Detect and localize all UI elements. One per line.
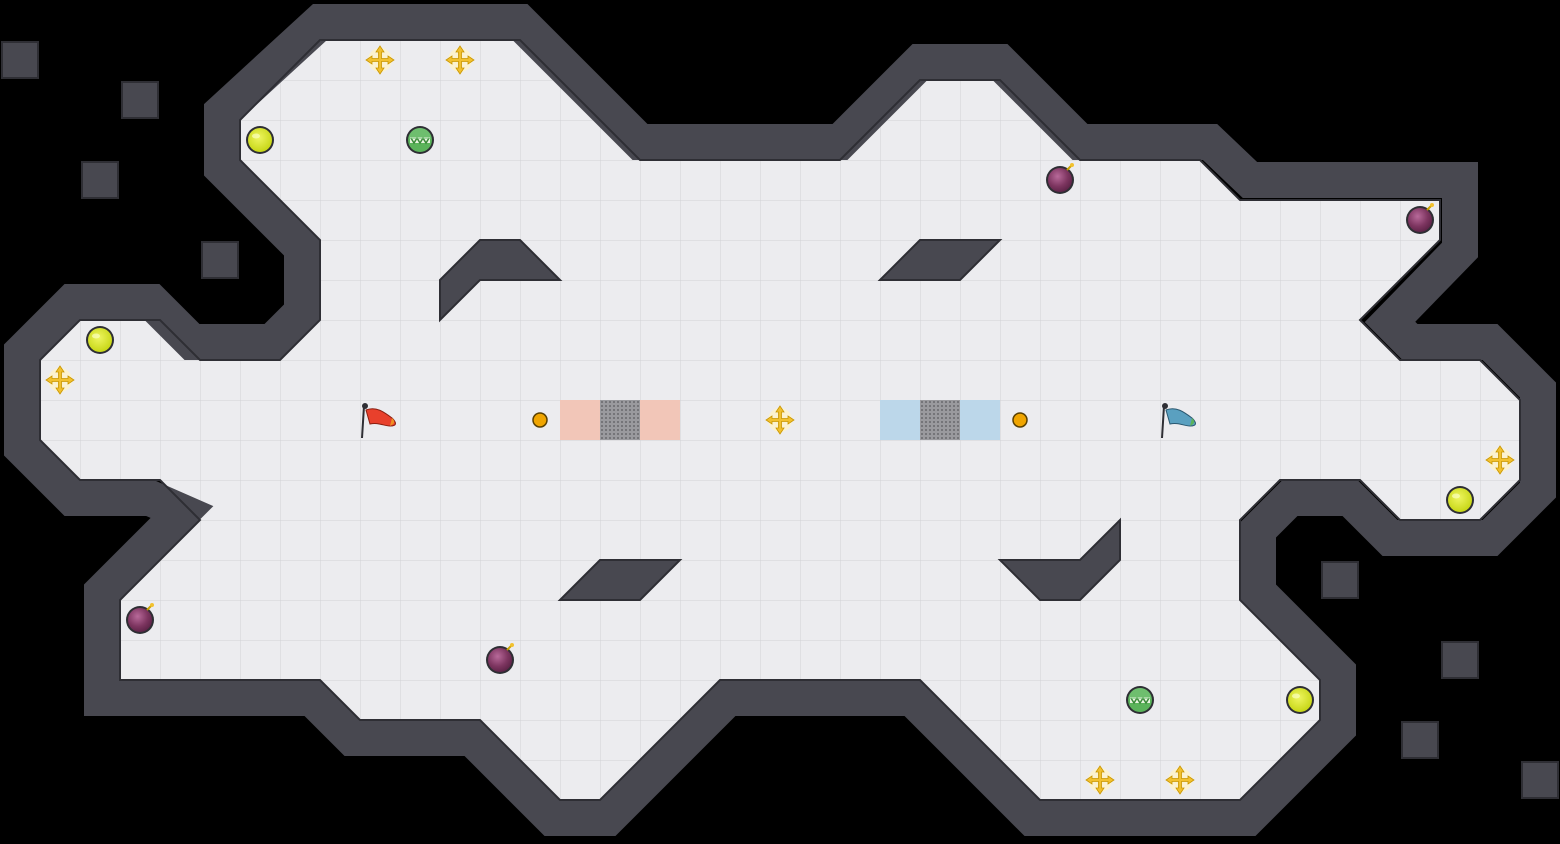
red-team-tile <box>640 400 680 440</box>
outer-wall <box>4 3 1556 836</box>
floating-blocks <box>1 41 1559 799</box>
wall-block <box>1 41 39 79</box>
wall-block <box>121 81 159 119</box>
blue-team-tile <box>960 400 1000 440</box>
wall-block <box>201 241 239 279</box>
red-team-tile <box>560 400 600 440</box>
red-flag-icon <box>361 403 396 439</box>
powerup-icon <box>1446 486 1474 514</box>
gate-left <box>600 400 640 440</box>
wall-block <box>1401 721 1439 759</box>
powerup-icon <box>1286 686 1314 714</box>
wall-chunk-lower-left <box>557 559 683 601</box>
powerup-icon <box>86 326 114 354</box>
wall-block <box>81 161 119 199</box>
blue-flag-icon <box>1161 403 1196 439</box>
portal-left <box>532 412 548 428</box>
portal-right <box>1012 412 1028 428</box>
wall-block <box>1521 761 1559 799</box>
spike-token-icon <box>1125 685 1155 715</box>
spike-token-icon <box>405 125 435 155</box>
gate-right <box>920 400 960 440</box>
wall-block <box>1441 641 1479 679</box>
wall-block <box>1321 561 1359 599</box>
wall-chunk-upper-right <box>877 239 1003 281</box>
wall-chunk-lower-right <box>997 517 1121 601</box>
outer-wall-edge <box>39 39 1521 801</box>
powerup-icon <box>246 126 274 154</box>
wall-chunk-upper-left <box>439 239 563 323</box>
blue-team-tile <box>880 400 920 440</box>
